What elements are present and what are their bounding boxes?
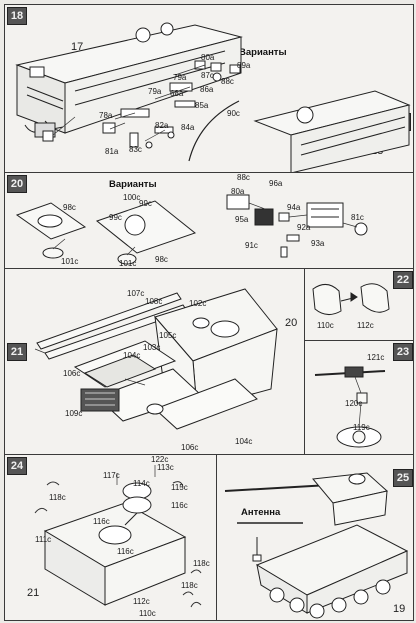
label-122c: 122c <box>151 455 169 464</box>
step-20-drawing <box>15 194 368 265</box>
label-88c-2: 88c <box>237 173 250 182</box>
label-117c: 117c <box>103 471 120 480</box>
label-114c: 114c <box>133 479 150 488</box>
label-84a: 84a <box>181 123 195 132</box>
label-85a: 85a <box>195 101 209 110</box>
label-95a: 95a <box>235 215 249 224</box>
hull-number-21: 21 <box>27 587 40 599</box>
step-18-drawing <box>15 22 411 173</box>
step-18-badge: 18 <box>7 7 27 25</box>
step-24-badge: 24 <box>7 457 27 475</box>
label-81a: 81a <box>105 147 119 156</box>
label-101c-2: 101c <box>119 259 137 268</box>
step-24-drawing <box>34 465 202 608</box>
label-100c: 100c <box>123 193 141 202</box>
label-103c: 103c <box>143 343 161 352</box>
label-112c-2: 112c <box>133 597 150 606</box>
step-21-drawing <box>34 288 278 430</box>
hull-number-20: 20 <box>285 317 298 329</box>
antenna-label: Антенна <box>241 507 281 518</box>
label-86a: 86a <box>200 85 214 94</box>
label-110c-2: 110c <box>139 609 156 618</box>
label-110c: 110c <box>317 321 334 330</box>
variants-label-mid: Варианты <box>109 179 157 190</box>
label-81c: 81c <box>351 213 364 222</box>
step-20-badge: 20 <box>7 175 27 193</box>
step-25-panel: 25 Антенна 24 19 <box>216 454 414 621</box>
label-98c-2: 98c <box>155 255 168 264</box>
label-91c: 91c <box>245 241 258 250</box>
label-105c: 105c <box>159 331 177 340</box>
label-90c: 90c <box>227 109 240 118</box>
step-21-badge: 21 <box>7 343 27 361</box>
label-112c: 112c <box>357 321 374 330</box>
variants-label-top: Варианты <box>239 47 287 58</box>
label-89a: 89a <box>237 61 251 70</box>
label-116c-2: 116c <box>171 501 188 510</box>
step-25-drawing <box>224 472 409 619</box>
label-107c: 107c <box>127 289 145 298</box>
label-99c-2: 99c <box>109 213 122 222</box>
label-82a: 82a <box>155 121 169 130</box>
label-113c: 113c <box>157 463 174 472</box>
step-23-drawing <box>314 366 386 448</box>
label-78a: 78a <box>99 111 113 120</box>
step-22-panel: 22 110c 112c <box>304 268 414 342</box>
label-109c: 109c <box>65 409 83 418</box>
label-106c-2: 106c <box>181 443 199 452</box>
step-21-panel: 21 20 <box>4 268 306 456</box>
label-115c: 115c <box>171 483 188 492</box>
label-83c: 83c <box>129 145 142 154</box>
label-116c: 116c <box>93 517 110 526</box>
step-19-detail-panel: 20 Варианты <box>4 172 414 270</box>
step-23-badge: 23 <box>393 343 413 361</box>
label-79a-2: 79a <box>148 87 162 96</box>
step-23-panel: 23 121c 120c 119c <box>304 340 414 456</box>
label-120c: 120c <box>345 399 363 408</box>
label-68a: 68a <box>170 89 184 98</box>
step-18-19-panel: 18 19 Варианты 17 18 <box>4 4 414 174</box>
label-119c: 119c <box>353 423 370 432</box>
label-80a: 80a <box>201 53 215 62</box>
label-93a: 93a <box>311 239 325 248</box>
label-106c: 106c <box>63 369 81 378</box>
label-108c: 108c <box>145 297 163 306</box>
label-99c: 99c <box>139 199 152 208</box>
label-104c: 104c <box>123 351 141 360</box>
label-104c-2: 104c <box>235 437 253 446</box>
label-94a: 94a <box>287 203 301 212</box>
label-96a: 96a <box>269 179 283 188</box>
label-98c: 98c <box>63 203 76 212</box>
step-22-badge: 22 <box>393 271 413 289</box>
hull-number-19: 19 <box>393 603 406 615</box>
label-101c: 101c <box>61 257 79 266</box>
step-22-drawing <box>312 283 390 315</box>
label-116c-3: 116c <box>117 547 134 556</box>
hull-number-17: 17 <box>71 41 84 53</box>
label-88c: 88c <box>221 77 234 86</box>
label-87c: 87c <box>201 71 214 80</box>
step-25-badge: 25 <box>393 469 413 487</box>
label-118c: 118c <box>49 493 66 502</box>
label-118c-2: 118c <box>181 581 198 590</box>
label-102c: 102c <box>189 299 207 308</box>
label-92a: 92a <box>297 223 311 232</box>
label-80a-2: 80a <box>231 187 245 196</box>
step-24-panel: 24 21 <box>4 454 218 621</box>
label-79a: 79a <box>173 73 187 82</box>
label-118c-3: 118c <box>193 559 210 568</box>
label-121c: 121c <box>367 353 385 362</box>
label-111c: 111c <box>35 535 52 544</box>
